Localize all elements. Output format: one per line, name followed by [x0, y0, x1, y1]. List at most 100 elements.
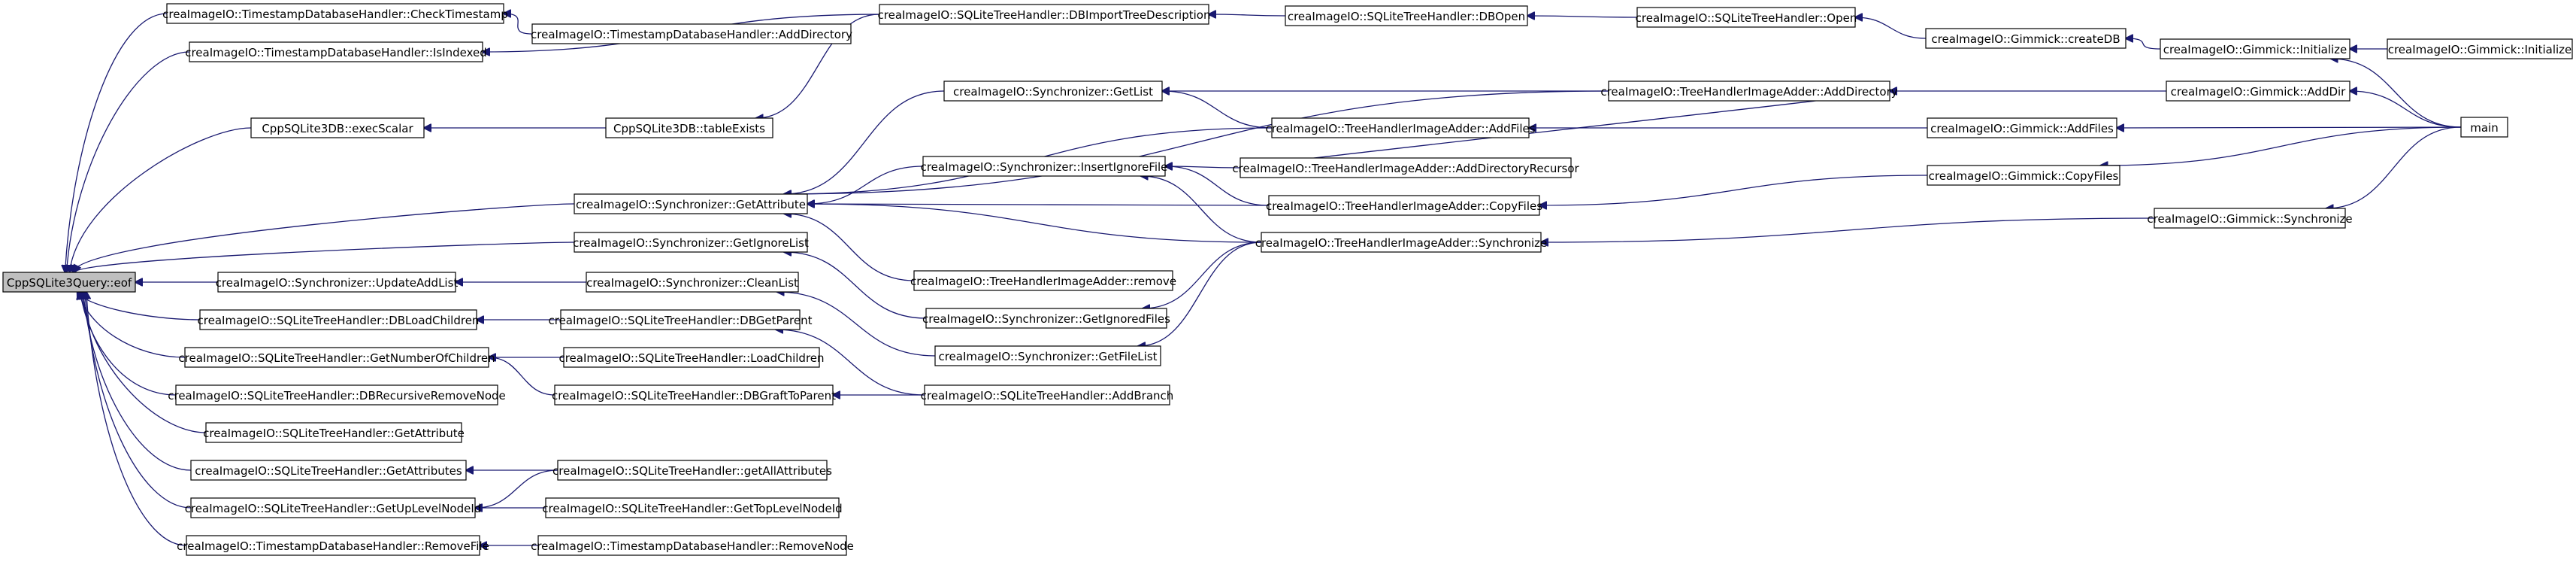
node-getAttribute[interactable]: creaImageIO::Synchronizer::GetAttribute — [574, 193, 808, 214]
node-label: creaImageIO::SQLiteTreeHandler::GetTopLe… — [542, 502, 842, 515]
node-box — [166, 3, 504, 24]
edge-main-to-gInitialize — [2331, 59, 2462, 128]
node-dbGetParent[interactable]: creaImageIO::SQLiteTreeHandler::DBGetPar… — [548, 309, 813, 330]
node-box — [250, 117, 425, 138]
node-box — [190, 460, 467, 481]
node-gAddFiles[interactable]: creaImageIO::Gimmick::AddFiles — [1927, 117, 2117, 138]
node-label: creaImageIO::TreeHandlerImageAdder::AddF… — [1265, 122, 1535, 135]
edge-thCopyFiles-to-getAttribute — [807, 204, 1270, 205]
node-thSynchronize[interactable]: creaImageIO::TreeHandlerImageAdder::Sync… — [1255, 232, 1548, 253]
edge-dbImportTree-to-tableExists — [756, 14, 880, 118]
node-insertIgnore[interactable]: creaImageIO::Synchronizer::InsertIgnoreF… — [921, 156, 1168, 177]
node-thRemove[interactable]: creaImageIO::TreeHandlerImageAdder::remo… — [910, 270, 1176, 291]
node-label: creaImageIO::SQLiteTreeHandler::DBLoadCh… — [198, 314, 480, 327]
node-box — [943, 81, 1163, 102]
node-gInitialize[interactable]: creaImageIO::Gimmick::Initialize — [2160, 38, 2350, 59]
node-addBranch[interactable]: creaImageIO::SQLiteTreeHandler::AddBranc… — [921, 384, 1174, 406]
node-label: creaImageIO::Gimmick::CopyFiles — [1929, 169, 2119, 183]
edge-thRemove-to-getAttribute — [784, 214, 915, 281]
node-box — [2160, 38, 2350, 59]
node-label: creaImageIO::Synchronizer::GetAttribute — [576, 198, 806, 211]
node-dbGraftToParent[interactable]: creaImageIO::SQLiteTreeHandler::DBGraftT… — [552, 384, 836, 406]
node-getNumChildren[interactable]: creaImageIO::SQLiteTreeHandler::GetNumbe… — [178, 347, 495, 368]
edge-getIgnoreList-to-eof — [74, 242, 575, 272]
edge-dbRecRemove-to-eof — [80, 292, 177, 396]
edge-gInitialize-to-createDB — [2126, 38, 2161, 50]
edge-thSynchronize-to-getFileList — [1138, 242, 1262, 346]
node-box — [2, 272, 136, 293]
node-gSynchronize[interactable]: creaImageIO::Gimmick::Synchronize — [2147, 208, 2353, 229]
node-label: creaImageIO::SQLiteTreeHandler::DBRecurs… — [168, 389, 506, 403]
node-box — [1240, 157, 1572, 178]
node-addDir[interactable]: creaImageIO::Gimmick::AddDir — [2166, 81, 2350, 102]
node-getIgnoredFiles[interactable]: creaImageIO::Synchronizer::GetIgnoredFil… — [922, 308, 1170, 329]
node-eof[interactable]: CppSQLite3Query::eof — [2, 272, 136, 293]
node-getAllAttributes[interactable]: creaImageIO::SQLiteTreeHandler::getAllAt… — [552, 460, 832, 481]
node-box — [586, 272, 799, 293]
node-tsAddDirectory[interactable]: creaImageIO::TimestampDatabaseHandler::A… — [531, 23, 852, 44]
node-box — [574, 232, 808, 253]
node-loadChildren[interactable]: creaImageIO::SQLiteTreeHandler::LoadChil… — [558, 347, 825, 368]
node-box — [934, 345, 1161, 366]
node-label: creaImageIO::TimestampDatabaseHandler::R… — [177, 539, 489, 553]
node-label: main — [2470, 121, 2498, 135]
edge-dbOpen-to-dbImportTree — [1209, 14, 1286, 16]
node-removeNode[interactable]: creaImageIO::TimestampDatabaseHandler::R… — [531, 535, 854, 556]
node-open[interactable]: creaImageIO::SQLiteTreeHandler::Open — [1636, 7, 1857, 28]
node-box — [1268, 195, 1540, 216]
node-getList[interactable]: creaImageIO::Synchronizer::GetList — [943, 81, 1163, 102]
node-cleanList[interactable]: creaImageIO::Synchronizer::CleanList — [586, 272, 799, 293]
node-getUpLevel[interactable]: creaImageIO::SQLiteTreeHandler::GetUpLev… — [185, 497, 482, 518]
edge-main-to-gSynchronize — [2326, 126, 2462, 208]
node-thAddFiles[interactable]: creaImageIO::TreeHandlerImageAdder::AddF… — [1265, 117, 1536, 138]
edge-getNumChildren-to-eof — [79, 292, 186, 358]
node-box — [1636, 7, 1856, 28]
node-updateAddList[interactable]: creaImageIO::Synchronizer::UpdateAddList — [216, 272, 459, 293]
node-dbImportTree[interactable]: creaImageIO::SQLiteTreeHandler::DBImport… — [878, 4, 1211, 25]
node-label: creaImageIO::SQLiteTreeHandler::Open — [1636, 11, 1857, 25]
node-gCopyFiles[interactable]: creaImageIO::Gimmick::CopyFiles — [1927, 165, 2120, 186]
node-main[interactable]: main — [2460, 117, 2508, 138]
node-dbRecRemove[interactable]: creaImageIO::SQLiteTreeHandler::DBRecurs… — [168, 384, 506, 406]
node-label: creaImageIO::SQLiteTreeHandler::GetNumbe… — [178, 351, 495, 365]
edge-main-to-gCopyFiles — [2100, 126, 2462, 166]
node-box — [1271, 117, 1530, 138]
edge-insertIgnore-to-getAttribute — [807, 166, 924, 204]
edge-getFileList-to-cleanList — [777, 292, 936, 357]
node-thAddDirectory[interactable]: creaImageIO::TreeHandlerImageAdder::AddD… — [1600, 81, 1898, 102]
edge-gSynchronize-to-thSynchronize — [1541, 217, 2155, 242]
node-box — [537, 535, 847, 556]
node-tableExists[interactable]: CppSQLite3DB::tableExists — [605, 117, 773, 138]
node-sthGetAttribute[interactable]: creaImageIO::SQLiteTreeHandler::GetAttri… — [203, 422, 465, 443]
edge-removeFile-to-eof — [86, 292, 187, 546]
node-createDB[interactable]: creaImageIO::Gimmick::createDB — [1925, 28, 2126, 49]
node-label: creaImageIO::Synchronizer::CleanList — [586, 276, 798, 290]
node-dbOpen[interactable]: creaImageIO::SQLiteTreeHandler::DBOpen — [1285, 5, 1528, 26]
node-box — [217, 272, 456, 293]
node-addDirRecursor[interactable]: creaImageIO::TreeHandlerImageAdder::AddD… — [1232, 157, 1580, 178]
node-removeFile[interactable]: creaImageIO::TimestampDatabaseHandler::R… — [177, 535, 489, 556]
node-getTopLevel[interactable]: creaImageIO::SQLiteTreeHandler::GetTopLe… — [542, 497, 843, 518]
edge-dbGraftToParent-to-getNumChildren — [489, 357, 555, 396]
edge-addBranch-to-dbGetParent — [776, 330, 925, 396]
node-execScalar[interactable]: CppSQLite3DB::execScalar — [250, 117, 425, 138]
node-label: creaImageIO::TimestampDatabaseHandler::C… — [162, 8, 508, 21]
node-getAttributes[interactable]: creaImageIO::SQLiteTreeHandler::GetAttri… — [190, 460, 467, 481]
node-gInitialize2[interactable]: creaImageIO::Gimmick::Initialize — [2387, 38, 2573, 59]
edge-getList-to-getAttribute — [784, 90, 945, 194]
node-label: creaImageIO::SQLiteTreeHandler::LoadChil… — [558, 351, 824, 365]
node-label: creaImageIO::Synchronizer::InsertIgnoreF… — [921, 160, 1168, 174]
node-label: CppSQLite3Query::eof — [7, 276, 132, 290]
node-isIndexed[interactable]: creaImageIO::TimestampDatabaseHandler::I… — [185, 41, 487, 62]
node-dbLoadChildren[interactable]: creaImageIO::SQLiteTreeHandler::DBLoadCh… — [198, 309, 480, 330]
node-box — [913, 270, 1173, 291]
node-thCopyFiles[interactable]: creaImageIO::TreeHandlerImageAdder::Copy… — [1266, 195, 1542, 216]
node-checkTimestamp[interactable]: creaImageIO::TimestampDatabaseHandler::C… — [162, 3, 508, 24]
node-getFileList[interactable]: creaImageIO::Synchronizer::GetFileList — [934, 345, 1161, 366]
edge-createDB-to-open — [1855, 17, 1927, 39]
node-label: creaImageIO::TimestampDatabaseHandler::R… — [531, 539, 854, 553]
node-label: creaImageIO::TreeHandlerImageAdder::AddD… — [1232, 162, 1579, 175]
node-getIgnoreList[interactable]: creaImageIO::Synchronizer::GetIgnoreList — [573, 232, 809, 253]
node-box — [557, 460, 828, 481]
node-box — [175, 384, 498, 406]
